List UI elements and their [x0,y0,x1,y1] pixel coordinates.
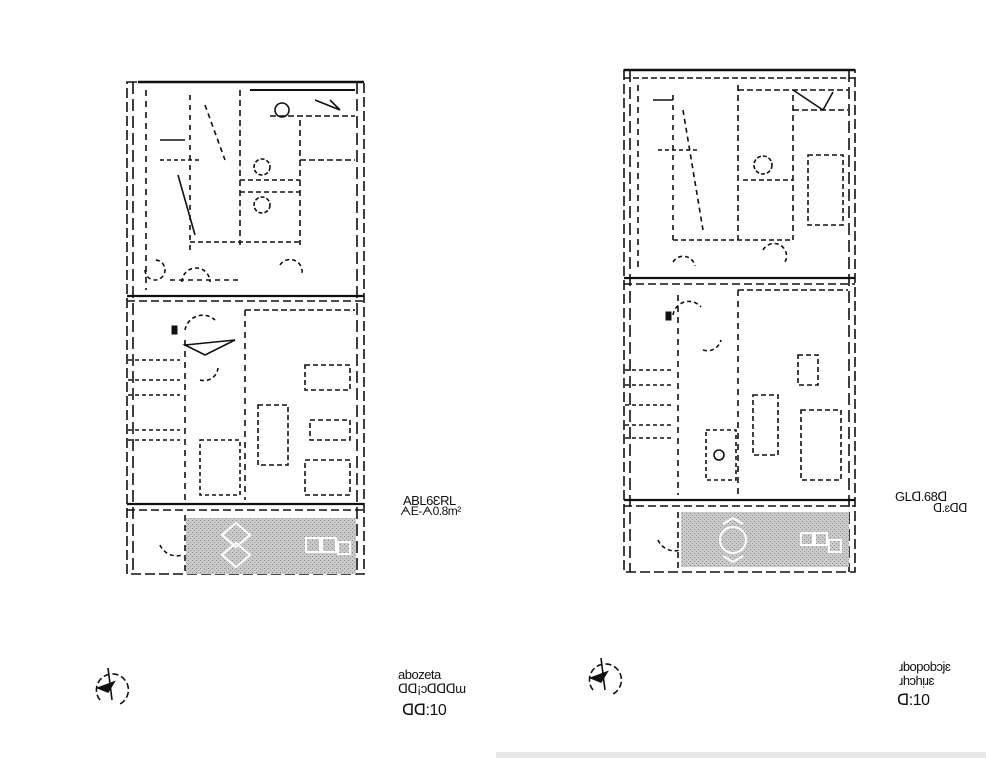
drawing-title-line-1: abozeta [398,667,441,682]
marker-square [665,311,672,321]
floor-plan-left: ABL6ƐRL ᗅE-ᗅ0.8m² abozeta ᗡᗡ¡ɔᗡᗡᗡɯ ᗡᗡ:10 [95,80,466,719]
north-arrow-icon [588,657,623,695]
scan-edge [496,752,986,758]
area-label-primary: GLᗡ.68ᗡ [895,489,947,504]
terrace-hatch [681,512,849,567]
drawing-title-line-1: ɹbopobɔjɛ [899,659,951,674]
area-label-primary: ABL6ƐRL [403,493,456,508]
north-arrow-icon [95,667,130,705]
marker-square [171,325,178,335]
floor-plan-right-drawing [588,68,856,695]
floor-plan-right: GLᗡ.68ᗡ ᗡ.ɛᗡᗡ ɹbopobɔjɛ ɹhɔhᴉɹɛ ᗡ:10 [493,0,986,758]
drawing-title-line-2: ɹhɔhᴉɹɛ [899,673,934,688]
scale-label: ᗡᗡ:10 [402,702,447,719]
floor-plan-left-drawing [95,80,365,705]
scale-label: ᗡ:10 [897,692,930,709]
area-label-secondary: ᗅE-ᗅ0.8m² [400,504,461,518]
terrace-hatch [186,518,356,574]
drawing-title-line-2: ᗡᗡ¡ɔᗡᗡᗡɯ [398,681,466,696]
area-label-secondary: ᗡ.ɛᗡᗡ [933,501,967,515]
